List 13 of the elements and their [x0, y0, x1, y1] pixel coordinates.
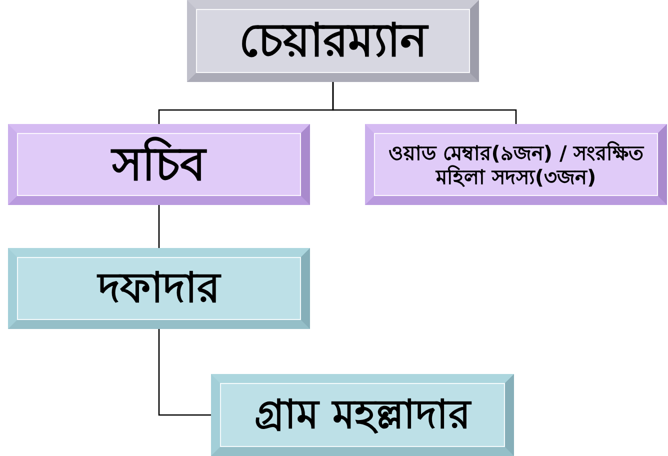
position-box — [8, 248, 310, 329]
position-box — [187, 0, 479, 82]
position-title: সচিব — [112, 136, 206, 192]
position-title: দফাদার — [98, 263, 220, 314]
connector-line — [332, 82, 517, 124]
position-box — [8, 124, 310, 205]
position-box — [211, 374, 514, 456]
position-box — [365, 124, 667, 205]
position-title: চেয়ারম্যান — [239, 13, 427, 69]
connector-line — [158, 205, 160, 248]
position-title: ওয়াড মেম্বার(৯জন) / সংরক্ষিত মহিলা সদস্য(৩জন) — [387, 140, 646, 188]
connector-line — [158, 329, 211, 416]
position-title: গ্রাম মহল্লাদার — [254, 391, 470, 439]
